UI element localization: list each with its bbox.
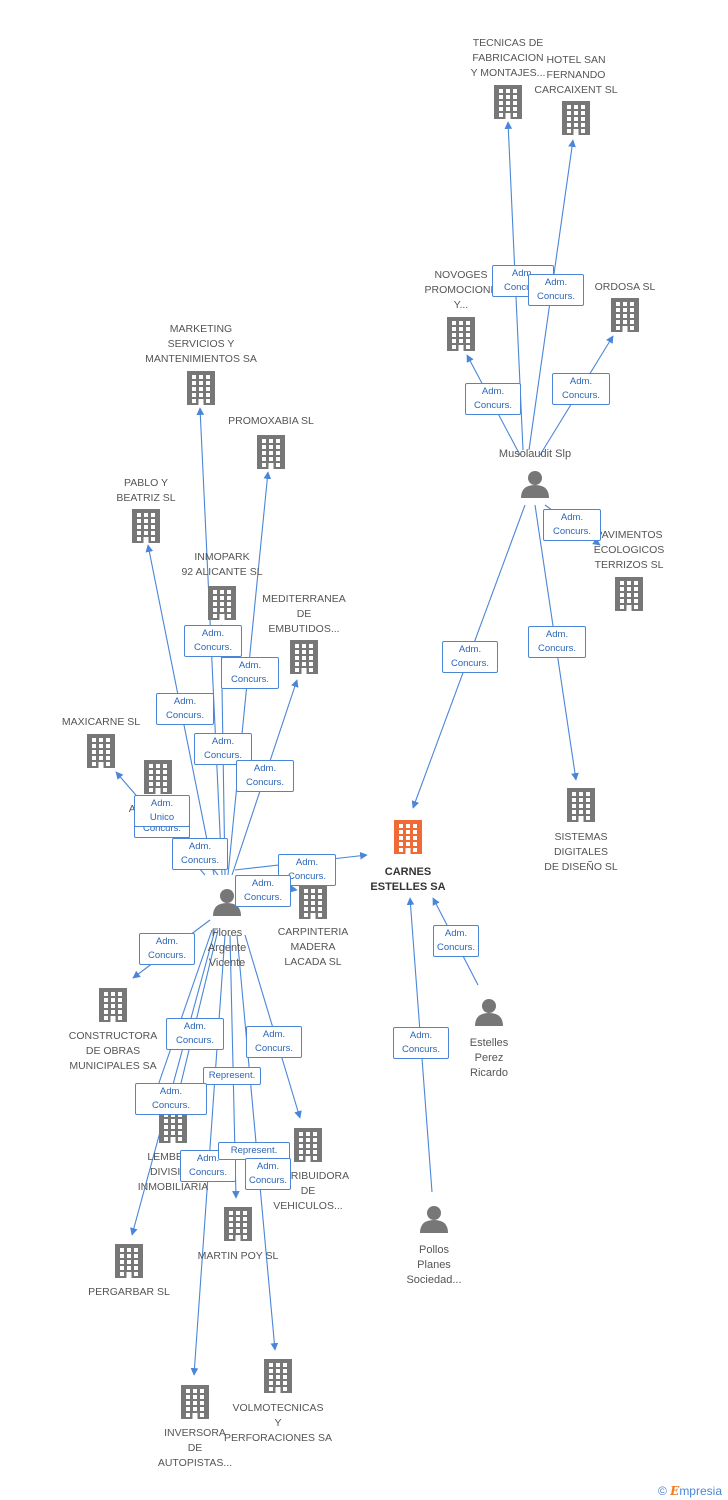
relation-badge: Represent.: [203, 1067, 261, 1085]
company-building-icon[interactable]: [611, 298, 639, 332]
person-icon[interactable]: [213, 889, 241, 916]
company-building-icon[interactable]: [144, 760, 172, 794]
relation-badge: Adm. Concurs.: [135, 1083, 207, 1115]
person-label[interactable]: Flores Argente Vicente: [207, 927, 247, 969]
company-building-icon[interactable]: [208, 586, 236, 620]
relation-badge: Adm. Concurs.: [166, 1018, 224, 1050]
relation-badge: Adm. Concurs.: [528, 274, 584, 306]
relation-badge: Adm. Concurs.: [528, 626, 586, 658]
company-label[interactable]: CARPINTERIA MADERA LACADA SL: [277, 926, 349, 968]
company-building-icon[interactable]: [181, 1385, 209, 1419]
relation-badge: Adm. Concurs.: [278, 854, 336, 886]
relation-badge: Adm. Concurs.: [172, 838, 228, 870]
company-building-icon[interactable]: [257, 435, 285, 469]
company-label[interactable]: CARNES ESTELLES SA: [370, 866, 446, 893]
relation-badge: Adm. Concurs.: [139, 933, 195, 965]
company-building-icon[interactable]: [115, 1244, 143, 1278]
person-icon[interactable]: [521, 471, 549, 498]
relation-badge: Adm. Concurs.: [442, 641, 498, 673]
company-building-icon[interactable]: [87, 734, 115, 768]
relation-badge: Adm. Concurs.: [156, 693, 214, 725]
company-label[interactable]: PROMOXABIA SL: [228, 415, 314, 427]
company-building-icon[interactable]: [299, 885, 327, 919]
company-label[interactable]: MARTIN POY SL: [197, 1250, 279, 1262]
company-building-icon[interactable]: [615, 577, 643, 611]
brand-name: mpresia: [679, 1484, 722, 1498]
company-building-icon[interactable]: [290, 640, 318, 674]
relation-badge: Adm. Concurs.: [245, 1158, 292, 1190]
company-label[interactable]: SISTEMAS DIGITALES DE DISEÑO SL: [544, 831, 618, 873]
company-building-icon[interactable]: [132, 509, 160, 543]
company-building-icon[interactable]: [567, 788, 595, 822]
relation-badge: Adm. Concurs.: [465, 383, 521, 415]
company-building-icon[interactable]: [294, 1128, 322, 1162]
brand-logo-letter: E: [670, 1484, 680, 1498]
company-label[interactable]: PAVIMENTOS ECOLOGICOS TERRIZOS SL: [593, 529, 665, 571]
person-label[interactable]: Musolaudit Slp: [498, 448, 572, 460]
company-building-icon[interactable]: [494, 85, 522, 119]
relation-edge: [151, 929, 213, 1101]
company-label[interactable]: MEDITERRANEA DE EMBUTIDOS...: [262, 593, 346, 635]
person-label[interactable]: Pollos Planes Sociedad...: [406, 1244, 462, 1286]
relation-badge: Adm. Concurs.: [236, 760, 294, 792]
relation-edge: [130, 929, 216, 1236]
company-label[interactable]: INMOPARK 92 ALICANTE SL: [181, 551, 263, 578]
relation-badge: Adm. Concurs.: [221, 657, 279, 689]
relation-badge: Adm. Concurs.: [543, 509, 601, 541]
relation-badge: Adm. Concurs.: [184, 625, 242, 657]
brand-footer: © Empresia: [658, 1484, 722, 1498]
company-label[interactable]: MARKETING SERVICIOS Y MANTENIMIENTOS SA: [145, 323, 257, 365]
relation-badge: Adm. Concurs.: [552, 373, 610, 405]
company-label[interactable]: TECNICAS DE FABRICACION Y MONTAJES...: [470, 37, 546, 79]
relation-badge: Adm. Concurs.: [194, 733, 252, 765]
company-building-icon[interactable]: [224, 1207, 252, 1241]
company-building-icon[interactable]: [264, 1359, 292, 1393]
relation-badge: Adm. Concurs.: [393, 1027, 449, 1059]
company-label[interactable]: PERGARBAR SL: [88, 1286, 170, 1298]
company-building-icon[interactable]: [187, 371, 215, 405]
company-label[interactable]: INVERSORA DE AUTOPISTAS...: [157, 1427, 233, 1469]
company-building-icon[interactable]: [394, 820, 422, 854]
company-building-icon[interactable]: [562, 101, 590, 135]
company-label[interactable]: MAXICARNE SL: [61, 716, 141, 728]
person-icon[interactable]: [475, 999, 503, 1026]
company-label[interactable]: ORDOSA SL: [594, 281, 656, 293]
person-icon[interactable]: [420, 1206, 448, 1233]
company-label[interactable]: VOLMOTECNICAS Y PERFORACIONES SA: [224, 1402, 332, 1444]
company-label[interactable]: CONSTRUCTORA DE OBRAS MUNICIPALES SA: [68, 1030, 158, 1072]
company-building-icon[interactable]: [447, 317, 475, 351]
company-label[interactable]: PABLO Y BEATRIZ SL: [116, 477, 176, 504]
company-label[interactable]: HOTEL SAN FERNANDO CARCAIXENT SL: [534, 54, 618, 96]
company-label[interactable]: NOVOGES PROMOCIONE Y...: [424, 269, 498, 311]
relation-badge: Adm. Concurs.: [246, 1026, 302, 1058]
relation-badge: Adm. Unico: [134, 795, 190, 827]
relation-badge: Adm. Concurs.: [180, 1150, 236, 1182]
company-building-icon[interactable]: [99, 988, 127, 1022]
person-label[interactable]: Estelles Perez Ricardo: [469, 1037, 509, 1079]
copyright-symbol: ©: [657, 1484, 667, 1498]
relation-badge: Adm. Concurs.: [235, 875, 291, 907]
relation-badge: Adm. Concurs.: [433, 925, 480, 957]
